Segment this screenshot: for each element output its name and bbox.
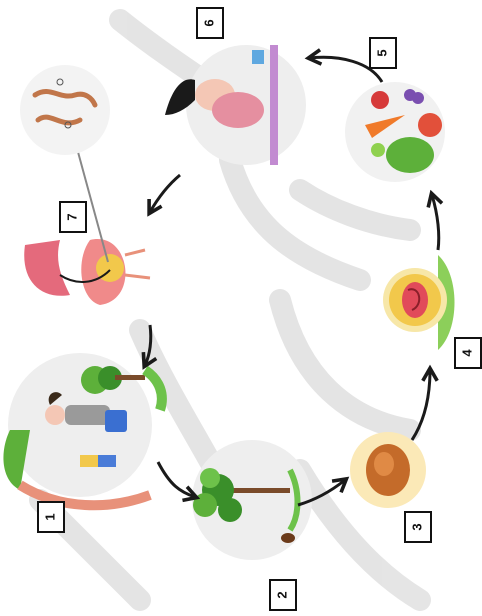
step-4-illustration <box>383 255 455 350</box>
step-4-label: 4 <box>455 338 481 368</box>
step-1-label: 1 <box>38 502 64 532</box>
svg-text:1: 1 <box>42 513 57 520</box>
svg-text:4: 4 <box>459 349 474 357</box>
step-5-illustration <box>345 82 445 182</box>
svg-text:7: 7 <box>64 213 79 220</box>
arrow-6-to-7 <box>150 175 180 212</box>
svg-text:3: 3 <box>409 523 424 530</box>
svg-text:5: 5 <box>374 49 389 56</box>
svg-text:2: 2 <box>274 591 289 598</box>
arrow-4-to-5 <box>432 195 439 250</box>
step-2-label: 2 <box>270 580 296 610</box>
arrow-1-to-2 <box>158 462 195 497</box>
inset-worms <box>20 65 110 155</box>
step-3-label: 3 <box>405 512 431 542</box>
step-3-illustration <box>350 432 426 508</box>
step-6-label: 6 <box>197 8 223 38</box>
svg-text:6: 6 <box>201 19 216 26</box>
step-2-illustration <box>192 440 312 560</box>
step-1-illustration <box>3 353 161 505</box>
step-7-label: 7 <box>60 202 86 232</box>
step-5-label: 5 <box>370 38 396 68</box>
step-7-illustration <box>24 130 150 305</box>
